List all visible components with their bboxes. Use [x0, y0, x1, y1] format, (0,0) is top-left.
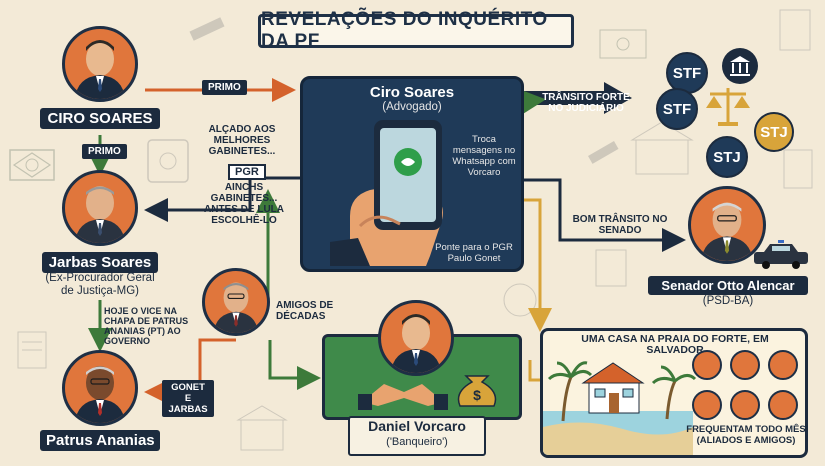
portrait-patrus: [62, 350, 138, 426]
label-ainda: AINCHS GABINETES... ANTES DE LULA ESCOLH…: [204, 182, 284, 226]
label-amigos: AMIGOS DE DÉCADAS: [276, 300, 334, 322]
name-vorcaro: Daniel Vorcaro: [368, 418, 466, 434]
portrait-friend: [202, 268, 270, 336]
attendee-avatar: [692, 390, 722, 420]
name-otto: Senador Otto Alencar: [648, 276, 808, 295]
role-jarbas-line2: de Justiça-MG): [61, 285, 139, 297]
vorcaro-nameplate: [348, 416, 486, 456]
attendee-avatar: [730, 390, 760, 420]
beach-title: UMA CASA NA PRAIA DO FORTE, EM SALVADOR: [581, 333, 769, 356]
portrait-jarbas: [62, 170, 138, 246]
label-gonet-jarbas: GONET E JARBAS: [162, 380, 214, 417]
car-icon: [754, 240, 808, 269]
label-primo-horizontal: PRIMO: [202, 80, 247, 95]
scales-of-justice-icon: [706, 88, 750, 126]
person-icon: [75, 366, 125, 423]
attendee-avatar: [692, 350, 722, 380]
background-decor: [9, 9, 813, 451]
center-phone-note: Troca mensagens no Whatsapp com Vorcaro: [452, 134, 516, 178]
beach-scene: [543, 361, 697, 455]
portrait-ciro-left: [62, 26, 138, 102]
handshake-icon: [358, 384, 448, 410]
portrait-vorcaro: [378, 300, 454, 376]
attendee-avatar: [768, 350, 798, 380]
role-otto: (PSD-BA): [702, 295, 754, 307]
court-badge-stj-1: STJ: [754, 112, 794, 152]
court-building-icon: [722, 48, 758, 84]
person-icon: [391, 314, 441, 373]
person-icon: [213, 282, 259, 333]
label-bom-transito: BOM TRÂNSITO NO SENADO: [572, 214, 668, 236]
court-badge-stf-2: STF: [656, 88, 698, 130]
svg-text:$: $: [473, 387, 481, 403]
label-alcado: ALÇADO AOS MELHORES GABINETES...: [208, 124, 276, 157]
role-vorcaro: ('Banqueiro'): [386, 436, 448, 448]
person-icon: [701, 202, 753, 261]
court-badge-stj-2: STJ: [706, 136, 748, 178]
court-badge-stf-1: STF: [666, 52, 708, 94]
beach-caption: FREQUENTAM TODO MÊS (ALIADOS E AMIGOS): [686, 424, 806, 446]
money-bag-icon: $: [457, 375, 497, 407]
attendees-grid: [692, 350, 800, 430]
beach-card: [540, 328, 808, 458]
name-patrus: Patrus Ananias: [40, 430, 160, 451]
name-ciro-left: CIRO SOARES: [40, 108, 160, 129]
person-icon: [75, 186, 125, 243]
person-icon: [75, 40, 125, 99]
role-jarbas-line1: (Ex-Procurador Geral: [45, 272, 155, 284]
label-pgr: PGR: [228, 164, 266, 180]
attendee-avatar: [730, 350, 760, 380]
name-jarbas: Jarbas Soares: [42, 252, 158, 273]
center-role: (Advogado): [382, 101, 442, 113]
phone-hand-icon: [330, 120, 443, 266]
center-pgr-note: Ponte para o PGR Paulo Gonet: [435, 242, 513, 264]
portrait-otto: [688, 186, 766, 264]
label-primo-vertical: PRIMO: [82, 144, 127, 159]
attendee-avatar: [768, 390, 798, 420]
page-title: REVELAÇÕES DO INQUÉRITO DA PF: [258, 9, 574, 52]
center-name: Ciro Soares: [369, 84, 455, 101]
label-transito-forte: TRÂNSITO FORTE NO JUDICIÁRIO: [542, 92, 630, 114]
label-vice: HOJE O VICE NA CHAPA DE PATRUS ANANIAS (…: [104, 306, 189, 346]
